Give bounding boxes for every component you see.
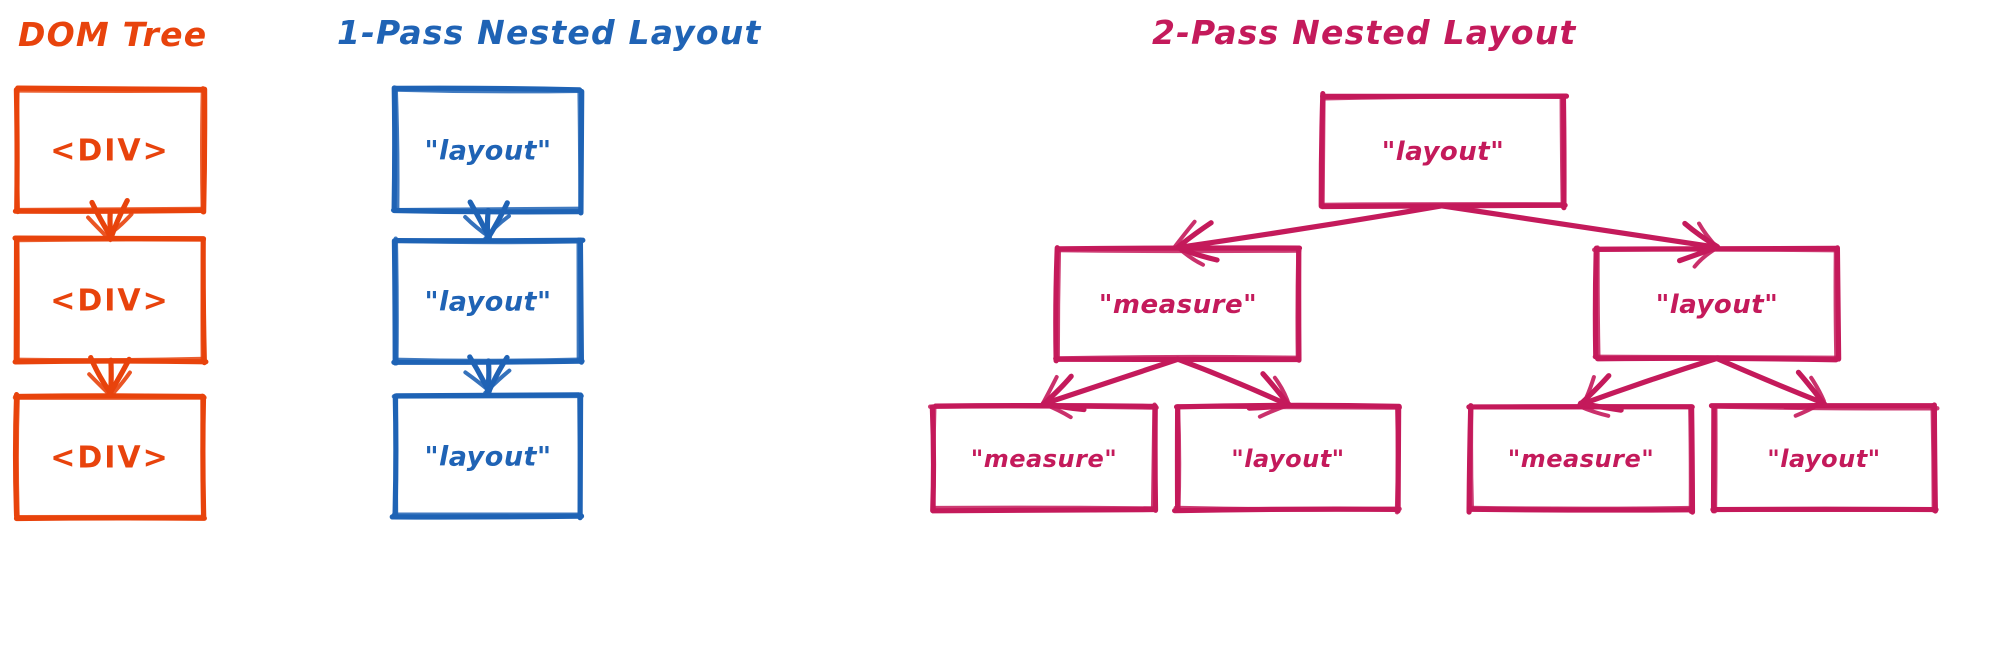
node-box[interactable] xyxy=(1318,91,1570,211)
panel-graphics-dom_tree xyxy=(12,85,209,522)
node-box[interactable] xyxy=(1053,245,1303,364)
panel-title-two-pass: 2-Pass Nested Layout xyxy=(1152,13,1577,52)
edge-arrow xyxy=(1174,356,1292,419)
panel-title-dom-tree: DOM Tree xyxy=(18,15,208,54)
panel-graphics-two_pass xyxy=(927,91,1940,515)
node-box[interactable] xyxy=(927,402,1159,514)
edge-arrow xyxy=(463,199,511,242)
node-box[interactable] xyxy=(1172,402,1402,515)
node-box[interactable] xyxy=(389,392,585,521)
node-box[interactable] xyxy=(12,391,207,522)
node-box[interactable] xyxy=(1592,245,1842,363)
node-box[interactable] xyxy=(12,85,208,215)
edge-arrow xyxy=(1714,356,1828,418)
edge-arrow xyxy=(86,198,134,243)
edge-arrow xyxy=(1040,356,1180,420)
edge-arrow xyxy=(1577,355,1721,418)
edge-arrow xyxy=(1172,203,1445,267)
panel-title-one-pass: 1-Pass Nested Layout xyxy=(337,13,762,52)
edge-arrow xyxy=(87,354,132,397)
node-box[interactable] xyxy=(391,236,586,366)
edge-arrow xyxy=(1439,203,1721,269)
node-box[interactable] xyxy=(1708,402,1940,514)
node-box[interactable] xyxy=(390,85,585,216)
panel-graphics-one_pass xyxy=(389,85,586,521)
edge-arrow xyxy=(463,354,512,397)
node-box[interactable] xyxy=(12,235,209,366)
node-box[interactable] xyxy=(1466,403,1696,515)
